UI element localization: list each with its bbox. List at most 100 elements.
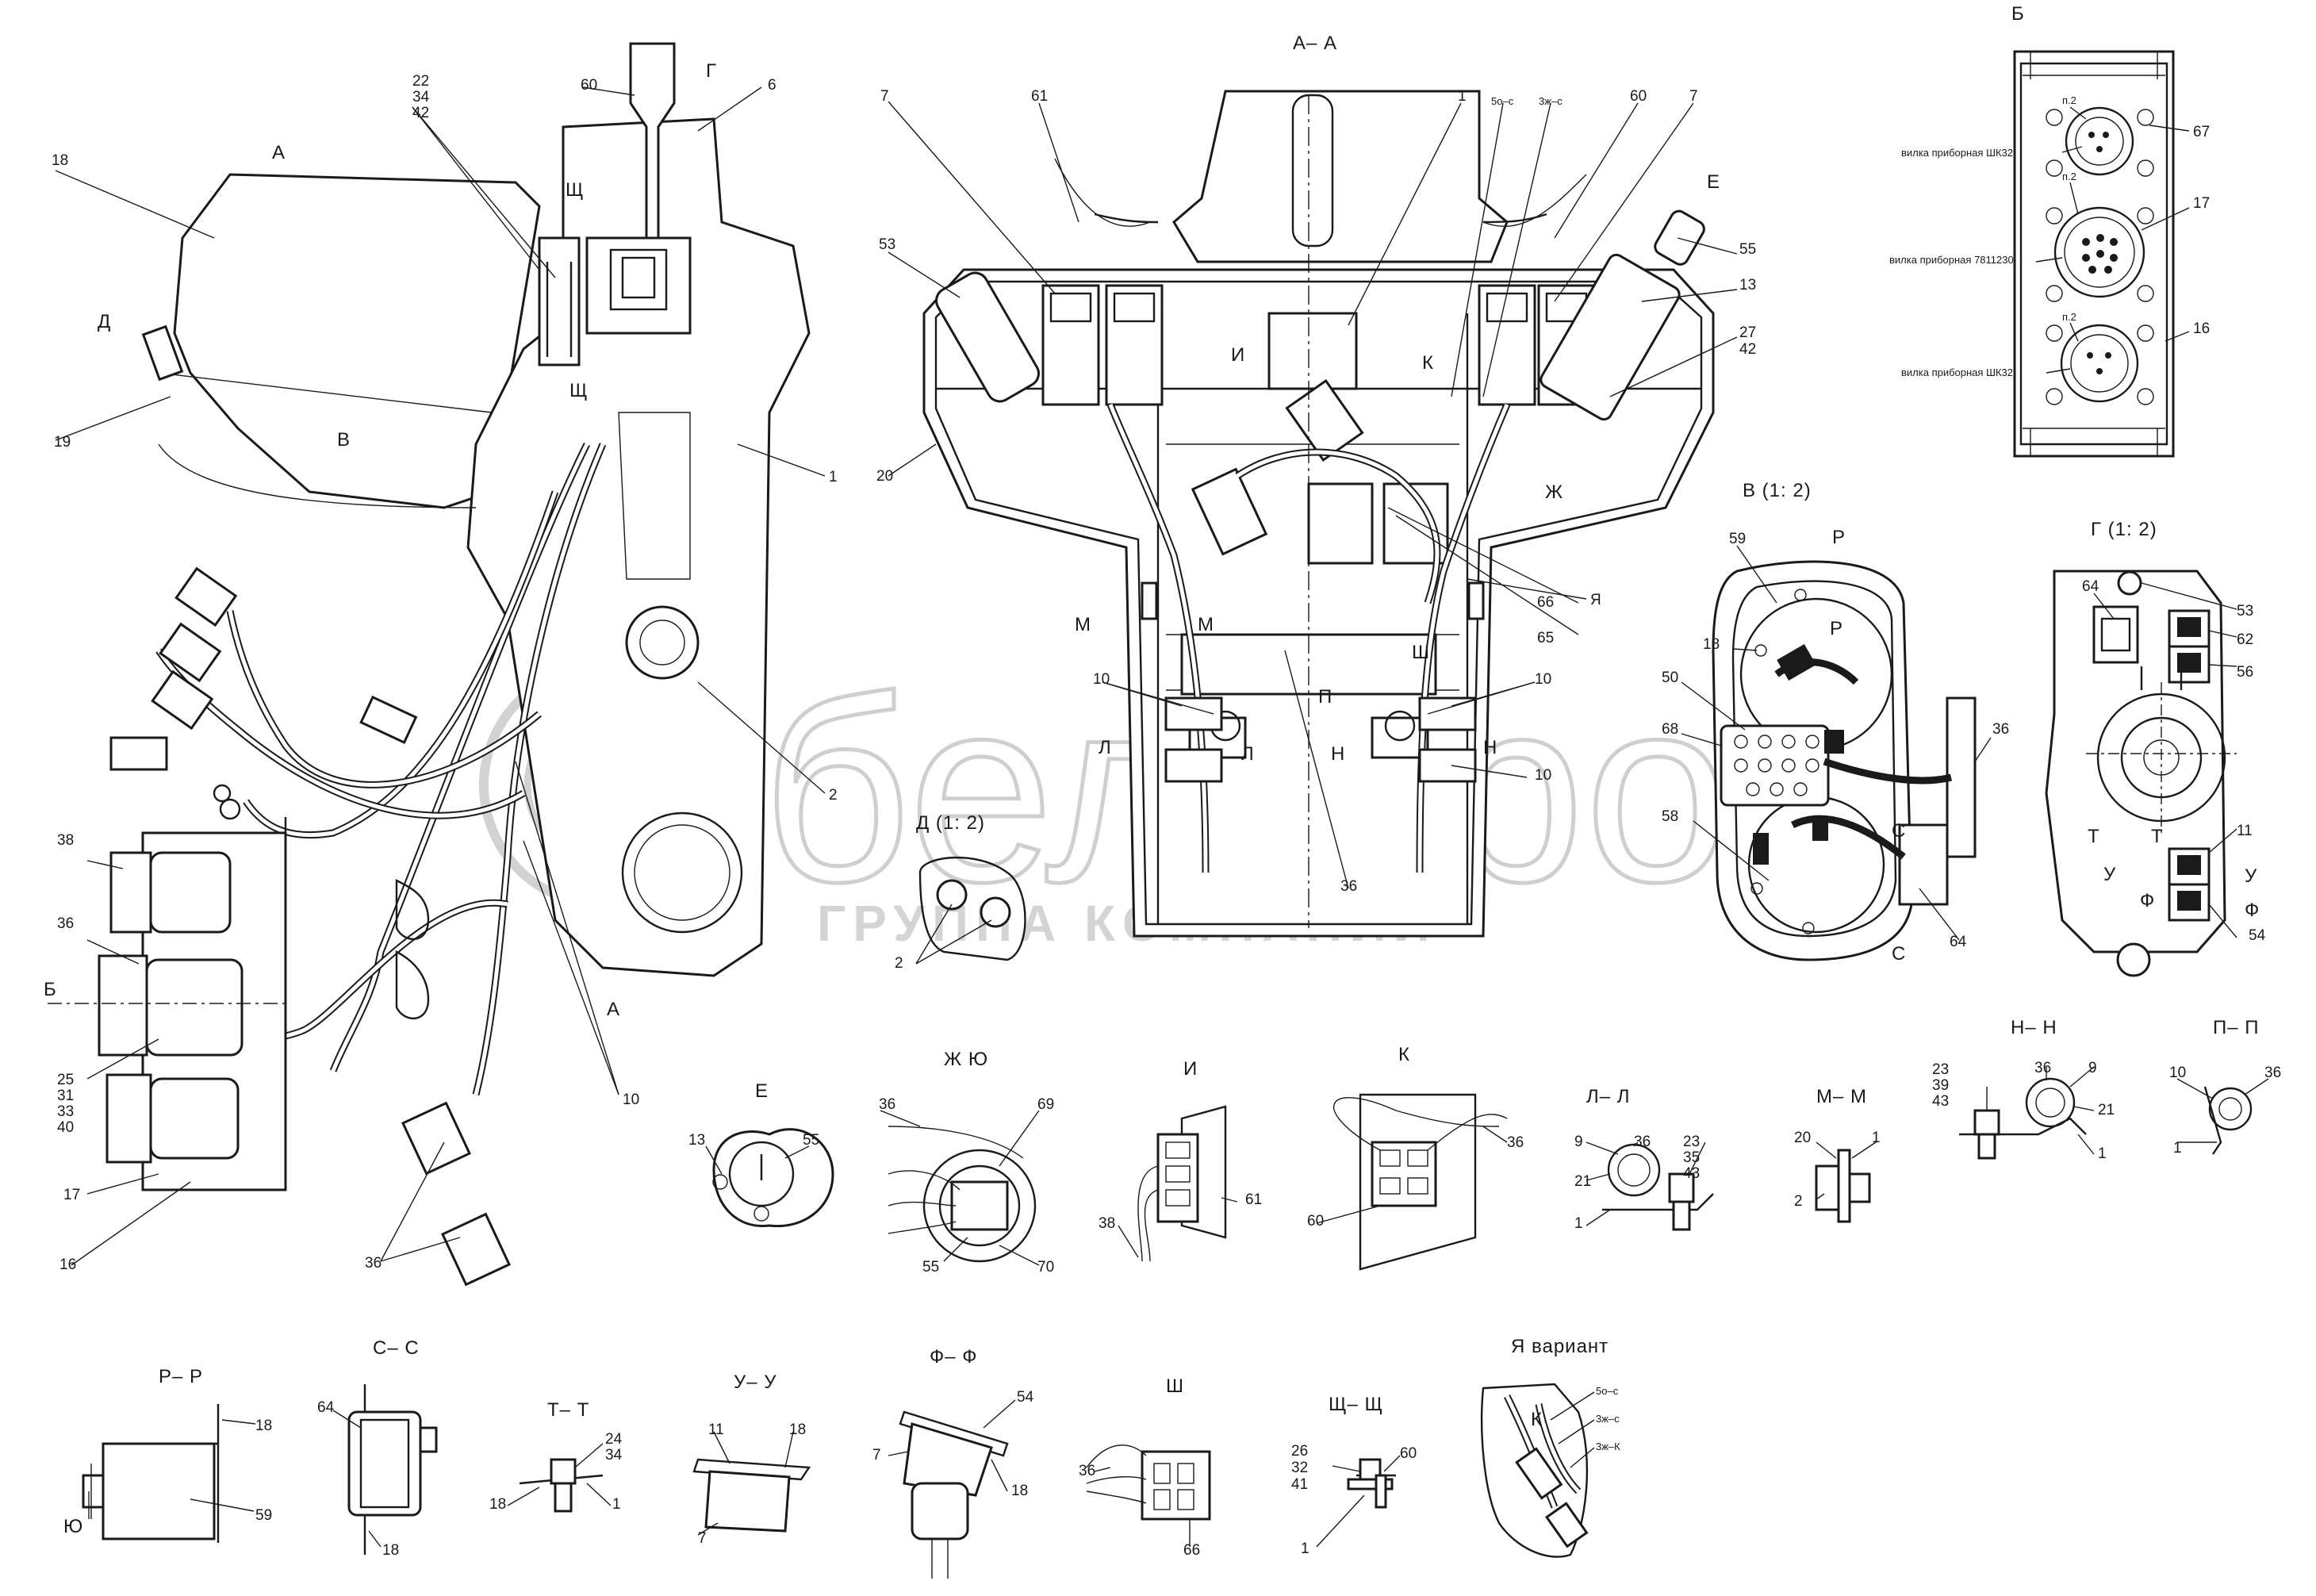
aa-label-p: П <box>1318 686 1332 708</box>
left-label-b: Б <box>44 979 57 1000</box>
section-ll-label-9: 9 <box>1574 1134 1583 1150</box>
detail-sh-label-66: 66 <box>1183 1542 1200 1559</box>
left-label-16: 16 <box>59 1256 76 1273</box>
aa-label-sh: Ш <box>1412 642 1430 663</box>
detail-ya-label-3zh-s: 3ж–с <box>1596 1413 1620 1425</box>
section-mm-label-20: 20 <box>1794 1130 1811 1146</box>
socket-label-p2-mid: п.2 <box>2062 171 2076 182</box>
left-label-10: 10 <box>623 1091 639 1108</box>
section-nn-title: Н– Н <box>2011 1017 2057 1038</box>
left-label-22: 22 <box>412 73 429 90</box>
view-g-label-53: 53 <box>2237 603 2253 620</box>
aa-label-n-right: Н <box>1483 737 1497 758</box>
aa-label-n-inner: Н <box>1331 743 1345 765</box>
detail-sh-label-36: 36 <box>1079 1463 1095 1479</box>
view-v-label-64: 64 <box>1950 934 1967 950</box>
aa-label-ya: Я <box>1590 592 1601 608</box>
aa-label-7-left: 7 <box>880 88 889 105</box>
aa-label-7-right: 7 <box>1689 88 1698 105</box>
aa-label-27: 27 <box>1739 324 1756 341</box>
detail-d-title: Д (1: 2) <box>916 812 985 834</box>
detail-zh-label-70: 70 <box>1037 1259 1054 1276</box>
section-rr-label-59: 59 <box>255 1507 272 1524</box>
section-ss: С– С 64 18 <box>317 1337 438 1559</box>
section-rr-label-18: 18 <box>255 1418 272 1434</box>
section-uu-label-7: 7 <box>698 1530 707 1547</box>
section-shch-label-26: 26 <box>1291 1443 1308 1460</box>
view-v-label-18: 18 <box>1703 636 1720 653</box>
section-nn-label-23: 23 <box>1932 1061 1949 1078</box>
section-shch-label-41: 41 <box>1291 1476 1308 1493</box>
view-v-title: В (1: 2) <box>1743 480 1812 501</box>
left-label-34: 34 <box>412 89 430 106</box>
detail-i: И 38 61 <box>1099 1058 1262 1262</box>
detail-zh: Ж Ю 36 69 55 70 <box>879 1049 1054 1276</box>
view-g-title: Г (1: 2) <box>2091 519 2157 540</box>
section-shch-label-32: 32 <box>1291 1460 1308 1476</box>
section-aa-view: А– А <box>876 33 1756 938</box>
aa-label-l-left: Л <box>1099 737 1112 758</box>
view-g-label-t-left: Т <box>2088 826 2100 847</box>
aa-label-55: 55 <box>1739 241 1756 258</box>
view-g-label-u-left: У <box>2103 864 2116 885</box>
aa-label-zh: Ж <box>1545 481 1563 503</box>
section-uu-title: У– У <box>734 1372 777 1393</box>
socket-label-p2-bottom: п.2 <box>2062 311 2076 323</box>
section-pp-label-36: 36 <box>2264 1065 2281 1081</box>
left-label-42: 42 <box>412 105 429 121</box>
detail-zh-label-55: 55 <box>922 1259 939 1276</box>
section-ff-label-54: 54 <box>1017 1389 1034 1406</box>
section-pp-label-1: 1 <box>2173 1140 2182 1157</box>
section-mm: М– М 20 1 2 <box>1794 1086 1881 1223</box>
detail-k-label-60: 60 <box>1307 1213 1324 1230</box>
left-label-a-bottom: А <box>607 999 620 1020</box>
aa-label-65: 65 <box>1537 630 1554 646</box>
section-ff-label-18: 18 <box>1011 1483 1028 1499</box>
left-label-1: 1 <box>829 469 838 485</box>
section-nn-label-9: 9 <box>2088 1060 2097 1076</box>
section-tt-title: Т– Т <box>547 1399 589 1421</box>
left-label-d: Д <box>98 311 111 332</box>
view-v-label-p-top: Р <box>1832 527 1846 548</box>
left-label-v: В <box>337 429 351 451</box>
view-g-label-t-inner: Т <box>2151 826 2164 847</box>
section-pp-title: П– П <box>2213 1017 2260 1038</box>
detail-k-title: К <box>1398 1044 1410 1065</box>
aa-label-m-inner: М <box>1198 614 1214 635</box>
left-label-shch-top: Щ <box>566 179 585 201</box>
left-label-36: 36 <box>57 915 74 932</box>
section-ss-label-18: 18 <box>382 1542 399 1559</box>
section-ff-title: Ф– Ф <box>930 1346 978 1368</box>
detail-sh: Ш 36 66 <box>1079 1375 1211 1559</box>
section-nn-label-43: 43 <box>1932 1093 1949 1110</box>
detail-zh-label-36: 36 <box>879 1096 895 1113</box>
aa-label-3zh-s: 3ж–с <box>1539 95 1563 107</box>
section-tt: Т– Т 24 34 18 1 <box>489 1399 623 1513</box>
section-nn-label-36: 36 <box>2034 1060 2051 1076</box>
aa-label-l-inner: Л <box>1241 743 1255 765</box>
left-label-g: Г <box>706 60 717 82</box>
detail-i-label-61: 61 <box>1245 1191 1262 1208</box>
section-uu-label-11: 11 <box>708 1421 724 1438</box>
aa-label-20: 20 <box>876 468 893 485</box>
section-rr-label-yu: Ю <box>63 1516 83 1537</box>
detail-zh-title: Ж Ю <box>944 1049 988 1070</box>
left-main-view: 18 19 Д А В 22 34 42 60 Г 6 Щ Щ 1 2 38 3… <box>44 42 838 1287</box>
detail-ya-title: Я вариант <box>1511 1336 1609 1357</box>
section-tt-label-34: 34 <box>605 1447 623 1464</box>
section-nn-label-39: 39 <box>1932 1077 1949 1094</box>
view-g-label-u-right: У <box>2245 865 2257 887</box>
section-shch-label-60: 60 <box>1400 1445 1417 1462</box>
detail-k-label-36: 36 <box>1507 1134 1524 1151</box>
socket-label-p2-top: п.2 <box>2062 94 2076 106</box>
left-label-33: 33 <box>57 1103 74 1120</box>
section-tt-label-1: 1 <box>612 1496 621 1513</box>
left-label-6: 6 <box>768 77 776 94</box>
section-shch-label-1: 1 <box>1301 1540 1309 1557</box>
view-v-label-59: 59 <box>1729 531 1746 547</box>
detail-d: Д (1: 2) 2 <box>895 812 1026 972</box>
detail-ya-label-3zh-k: 3ж–К <box>1596 1441 1620 1452</box>
aa-label-m-left: М <box>1075 614 1091 635</box>
view-g-label-54: 54 <box>2249 927 2266 944</box>
view-g: Г (1: 2) 64 53 62 56 Т Т <box>2045 519 2266 977</box>
